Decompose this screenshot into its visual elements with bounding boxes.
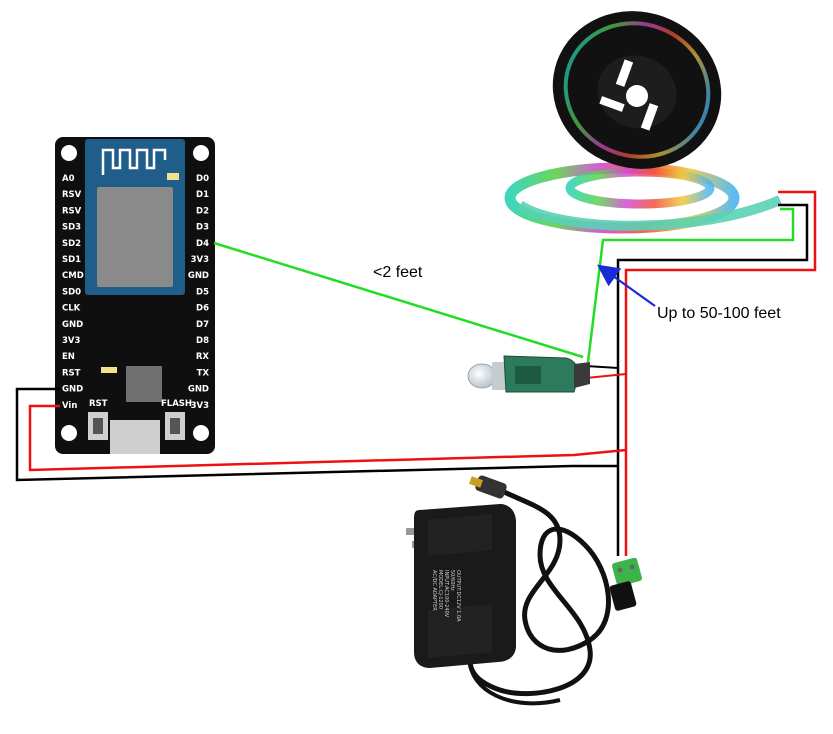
strip-run-length-label: Up to 50-100 feet — [657, 305, 781, 322]
left-pin-label: A0 — [62, 174, 75, 184]
adapter-label-line: AC/DC ADAPTER — [431, 570, 437, 611]
power-wire-pixel — [585, 373, 627, 379]
flash-button — [165, 412, 185, 440]
left-pin-label: RSV — [62, 206, 82, 216]
adapter-label-line: 50/60Hz — [449, 570, 455, 591]
right-pin-label: D6 — [196, 304, 209, 314]
data-wire — [213, 241, 584, 359]
power-wire-strip — [624, 190, 817, 556]
left-pin-label: 3V3 — [62, 336, 80, 346]
left-pin-label: RST — [62, 368, 81, 378]
ground-wire-pixel — [585, 365, 619, 369]
ground-wire-strip — [616, 203, 809, 556]
power-wire-board — [28, 404, 627, 472]
right-pin-label: GND — [188, 271, 209, 281]
flash-label: FLASH — [161, 399, 192, 409]
rst-button — [88, 412, 108, 440]
led-strip-reel-icon — [504, 11, 783, 234]
left-pin-label: GND — [62, 320, 83, 330]
usb-chip — [126, 366, 162, 402]
right-pin-label: D5 — [196, 287, 209, 297]
wifi-module — [85, 139, 185, 295]
left-pin-label: SD3 — [62, 223, 81, 233]
left-pin-label: RSV — [62, 190, 82, 200]
left-pin-label: CLK — [62, 304, 81, 314]
right-pin-label: D3 — [196, 223, 209, 233]
left-pin-label: SD1 — [62, 255, 81, 265]
right-pin-label: D8 — [196, 336, 209, 346]
ground-wire-board — [15, 387, 618, 482]
right-pin-label: D2 — [196, 206, 209, 216]
left-pin-label: SD2 — [62, 239, 81, 249]
adapter-label-line: INPUT:AC100-240V — [443, 570, 449, 618]
right-pin-label: TX — [197, 368, 210, 378]
right-pin-label: D0 — [196, 174, 209, 184]
right-pin-label: D1 — [196, 190, 209, 200]
left-pin-label: EN — [62, 352, 75, 362]
left-pin-label: GND — [62, 385, 83, 395]
right-pin-label: 3V3 — [191, 401, 209, 411]
data-wire-length-label: <2 feet — [373, 264, 423, 281]
led-indicator — [101, 367, 117, 373]
left-pin-label: CMD — [62, 271, 84, 281]
left-pin-label: Vin — [62, 401, 77, 411]
rst-label: RST — [89, 399, 108, 409]
usb-port — [110, 420, 160, 454]
ws2811-pixel-icon — [467, 355, 590, 393]
left-pin-label: SD0 — [62, 287, 81, 297]
right-pin-label: GND — [188, 385, 209, 395]
adapter-label-line: OUTPUT:DC12V 1.0A — [455, 570, 461, 622]
adapter-label-line: MODEL:CJ-1200 — [437, 570, 443, 609]
strip-run-arrow — [597, 264, 656, 307]
right-pin-label: D4 — [196, 239, 209, 249]
dc-barrel-connector-icon — [609, 557, 642, 611]
right-pin-label: 3V3 — [191, 255, 209, 265]
right-pin-label: RX — [196, 352, 210, 362]
right-pin-label: D7 — [196, 320, 209, 330]
